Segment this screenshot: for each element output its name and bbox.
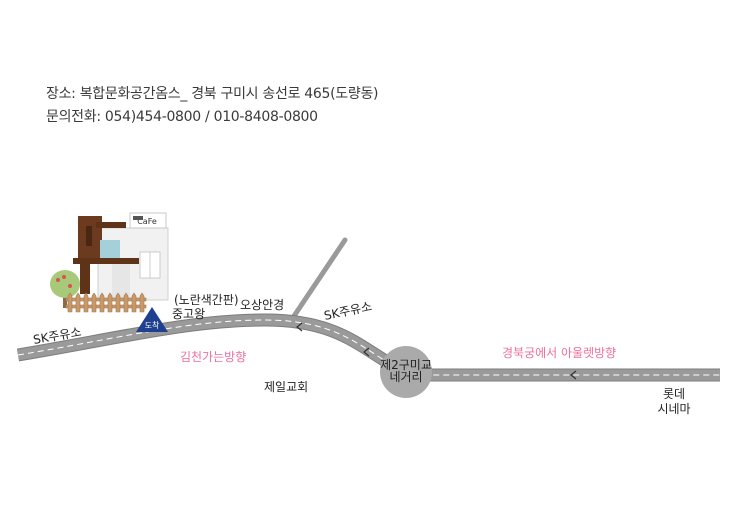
cafe-building-icon: CaFe: [73, 212, 169, 301]
gyeongbok-direction: 경북궁에서 아울렛방향: [502, 346, 616, 360]
intersection-label-1: 제2구미교: [380, 358, 432, 372]
tree-icon: [50, 270, 80, 308]
intersection-circle: 제2구미교 네거리: [380, 346, 432, 398]
intersection-label-2: 네거리: [389, 370, 422, 384]
cafe-sign: CaFe: [137, 217, 157, 226]
gimcheon-direction: 김천가는방향: [180, 349, 246, 364]
direction-arrow-icon: [296, 322, 577, 380]
fence-icon: [65, 292, 147, 313]
branch-road: [287, 237, 348, 325]
destination-label: 도착: [145, 321, 160, 330]
osang-label: 오상안경: [240, 298, 284, 312]
jungo-label: 중고왕: [172, 307, 205, 321]
lotte-label-2: 시네마: [657, 402, 690, 416]
sk-gas-station-right: SK주유소: [323, 299, 373, 323]
church-label: 제일교회: [264, 380, 308, 394]
phone-text: 문의전화: 054)454-0800 / 010-8408-0800: [46, 109, 318, 125]
lotte-label-1: 롯데: [663, 387, 685, 401]
address-text: 장소: 복합문화공간옴스_ 경북 구미시 송선로 465(도량동): [46, 86, 379, 102]
destination-badge: 도착: [136, 307, 168, 332]
jungo-sublabel: (노란색간판): [174, 293, 239, 307]
